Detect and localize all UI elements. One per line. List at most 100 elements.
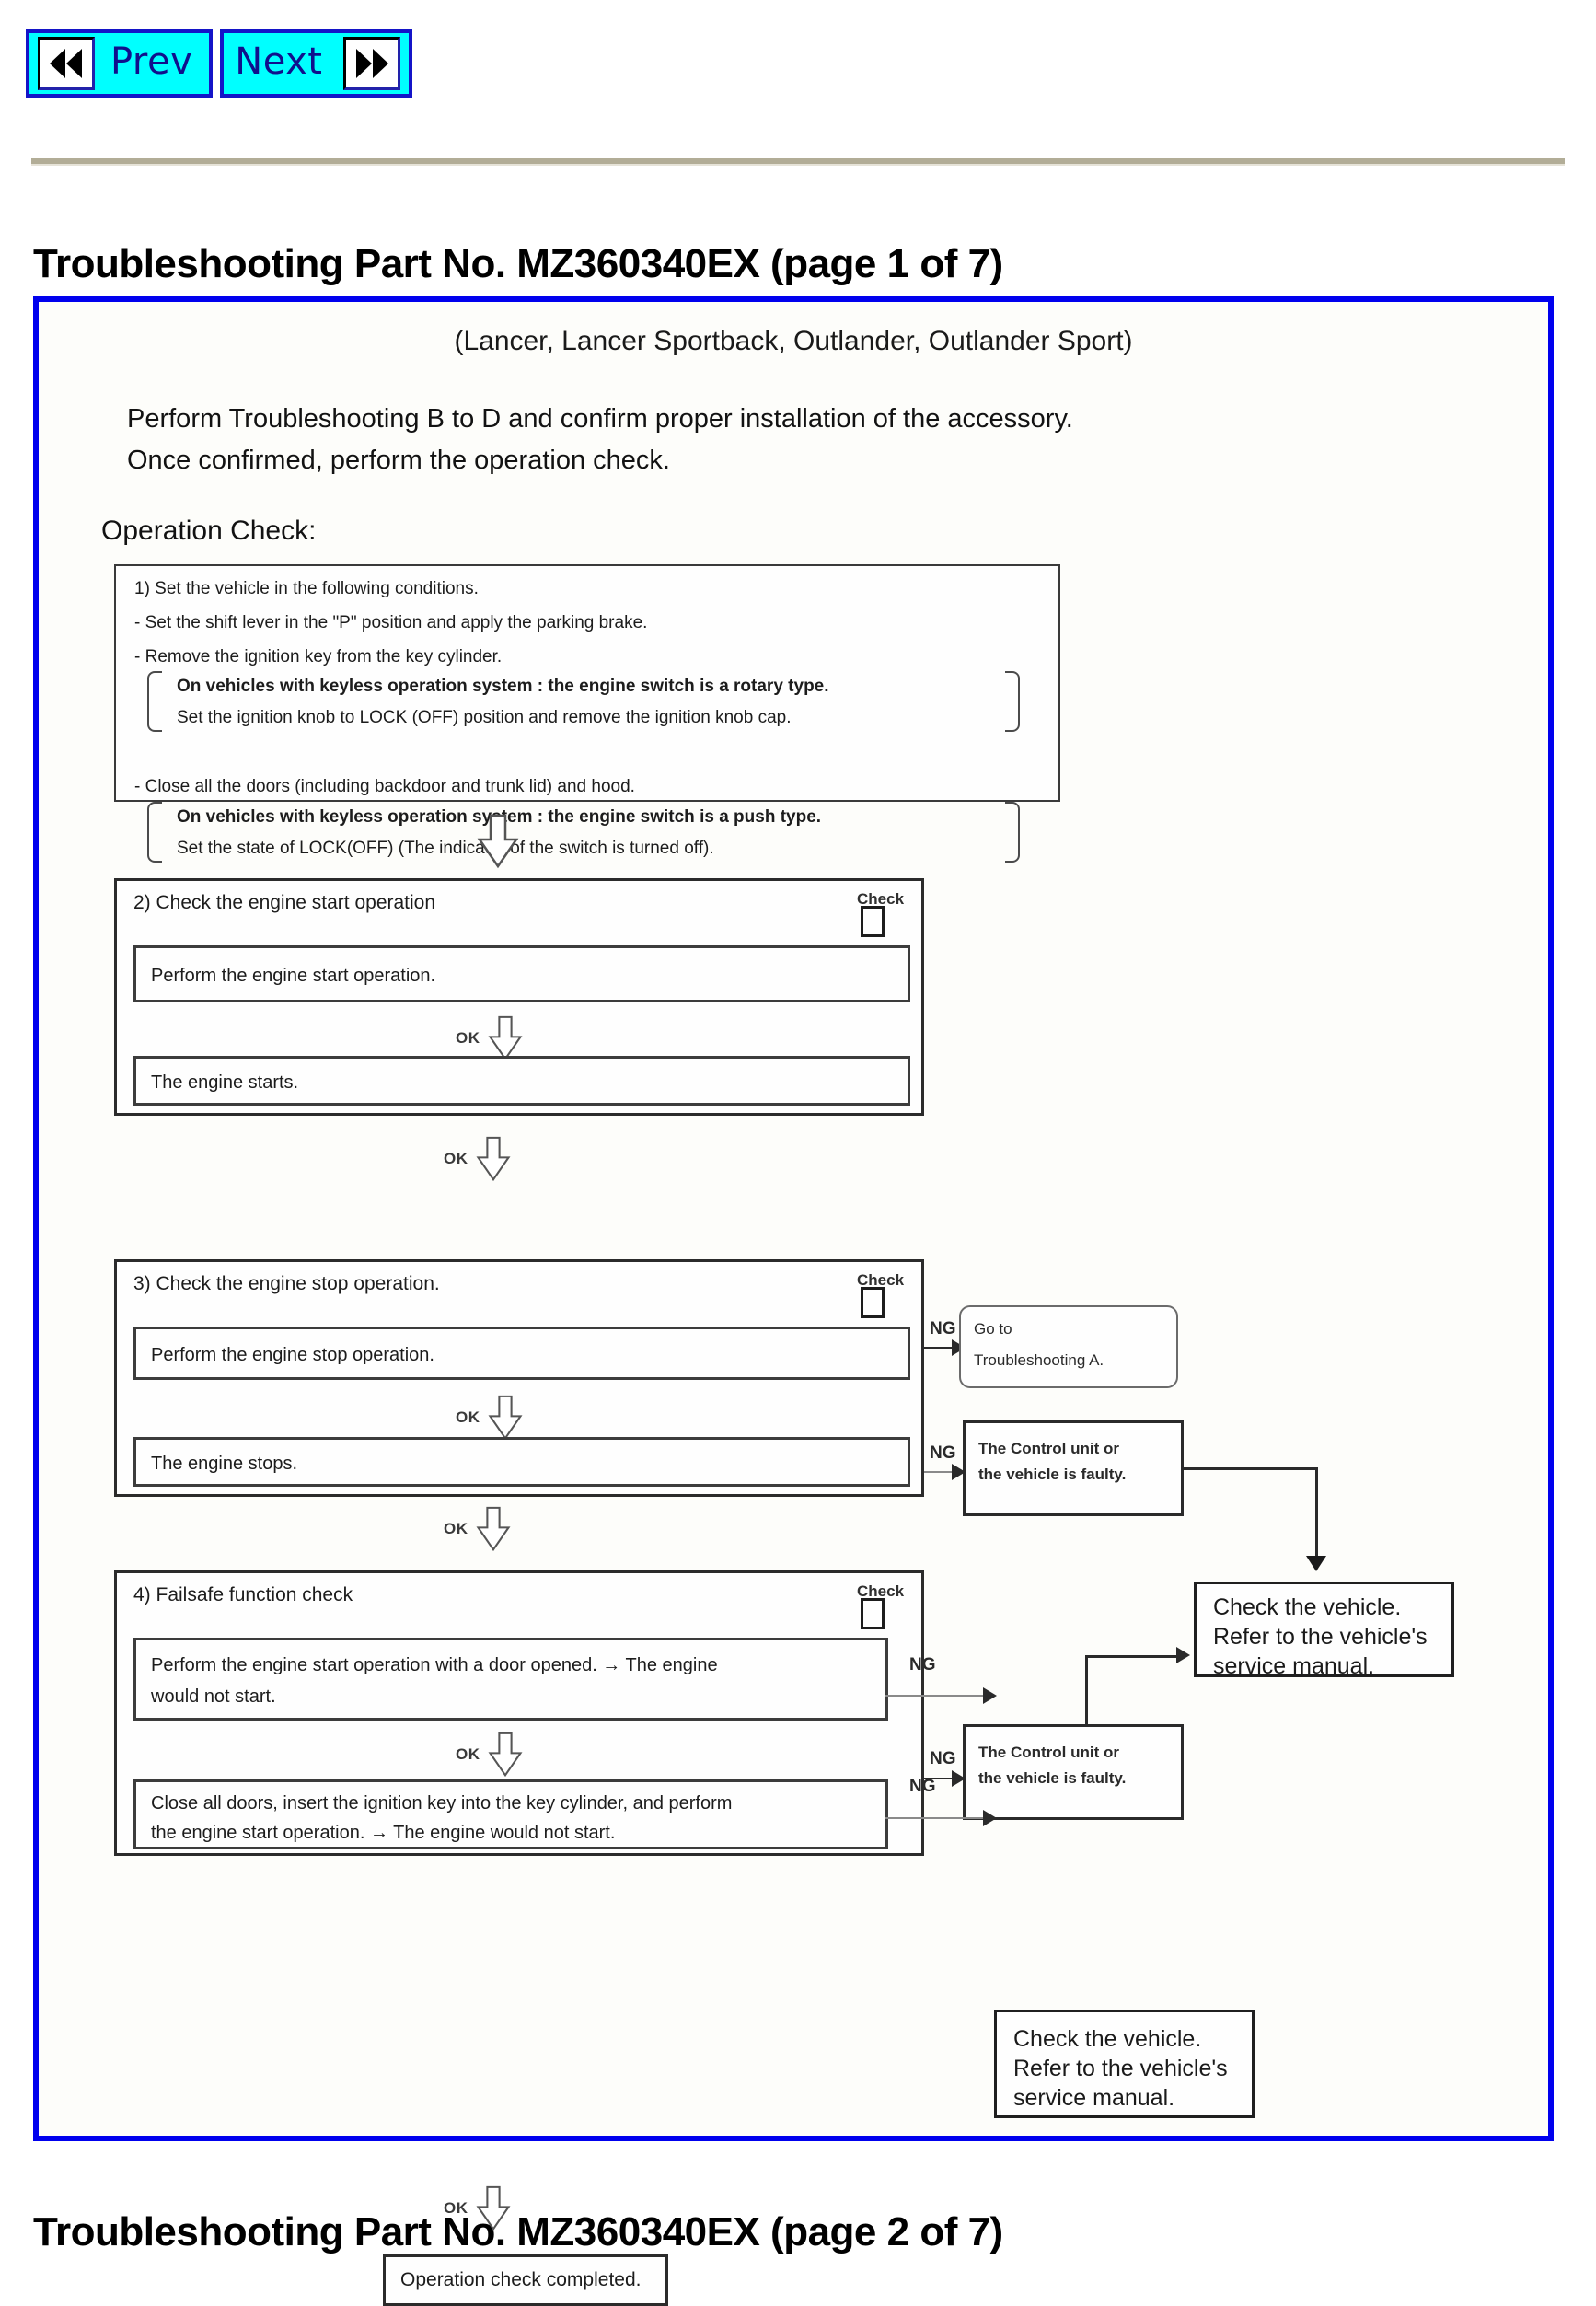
brace-1-line-2: Set the ignition knob to LOCK (OFF) posi… [177,708,792,727]
goto-line-1: Go to [974,1320,1012,1338]
step-1-brace-group-rotary: On vehicles with keyless operation syste… [147,671,1020,732]
ng-connector-line [924,1347,957,1349]
step-2-ok-arrow: OK [456,1015,523,1061]
step-4-result-line-1: Close all doors, insert the ignition key… [151,1793,733,1814]
step-4-action-box: Perform the engine start operation with … [133,1638,888,1721]
down-arrow-icon [488,1015,522,1061]
arrow-head-icon [952,1770,966,1787]
next-button-label: Next [235,41,323,83]
control-unit-line-2: the vehicle is faulty. [978,1466,1127,1483]
flow-arrow-step4-done: OK [444,2185,511,2231]
down-arrow-icon [476,1136,510,1182]
step-3-engine-stop-box: 3) Check the engine stop operation. Chec… [114,1259,924,1497]
ng-connector-line [924,1471,961,1473]
vehicle-line-1: Check the vehicle. [1213,1594,1402,1620]
prev-button[interactable]: Prev [26,29,214,98]
completed-text: Operation check completed. [400,2269,642,2290]
flow-arrow-step2-step3: OK [444,1136,511,1182]
step-4-failsafe-box: 4) Failsafe function check Check Perform… [114,1570,924,1856]
step-4-action-line-1: Perform the engine start operation with … [151,1655,718,1675]
left-brace-icon [147,802,162,863]
step-2-action-text: Perform the engine start operation. [151,966,436,986]
right-brace-icon [1005,802,1020,863]
control-unit-faulty-box-1: The Control unit or the vehicle is fault… [963,1420,1184,1516]
vehicle-models-subtitle: (Lancer, Lancer Sportback, Outlander, Ou… [454,326,1133,356]
step-3-ng-label: NG [930,1749,956,1768]
ng-connector-line [924,1778,961,1779]
arrow-head-icon [983,1810,997,1826]
check-label: Check [857,890,905,908]
ctrl-to-vehicle-connector-v [1315,1467,1318,1559]
intro-line-2: Once confirmed, perform the operation ch… [127,446,670,475]
vehicle-line-2: Refer to the vehicle's [1013,2056,1228,2081]
page-title-2: Troubleshooting Part No. MZ360340EX (pag… [33,2209,1003,2254]
check-label: Check [857,1271,905,1289]
step-4-action-line-2: would not start. [151,1686,276,1707]
step-4-heading: 4) Failsafe function check [133,1584,353,1605]
down-arrow-icon [477,814,519,869]
step-4-ok-arrow: OK [456,1732,523,1778]
step-2-result-text: The engine starts. [151,1072,299,1093]
step-1-bullet-2: - Remove the ignition key from the key c… [134,647,503,666]
step-1-heading: 1) Set the vehicle in the following cond… [134,579,479,598]
ok-label: OK [456,1029,480,1047]
control-unit-line-1: The Control unit or [978,1744,1119,1761]
check-vehicle-box-2: Check the vehicle. Refer to the vehicle'… [994,2010,1255,2118]
arrow-head-icon [952,1464,966,1480]
checkbox-icon[interactable] [861,1598,885,1629]
step-4-result-box: Close all doors, insert the ignition key… [133,1779,888,1849]
step-1-conditions-box: 1) Set the vehicle in the following cond… [114,564,1060,863]
step-2-ng-label-2: NG [930,1443,956,1463]
step-2-engine-start-box: 2) Check the engine start operation Chec… [114,878,924,1116]
step-1-bullet-3: - Close all the doors (including backdoo… [134,777,635,796]
checkbox-icon[interactable] [861,906,885,937]
control-unit-faulty-box-2: The Control unit or the vehicle is fault… [963,1724,1184,1820]
step-2-ng-label-1: NG [930,1319,956,1338]
step-2-heading: 2) Check the engine start operation [133,892,436,913]
ok-label: OK [456,1408,480,1426]
double-left-arrow-icon [38,37,95,90]
left-brace-icon [147,671,162,732]
operation-check-label: Operation Check: [101,516,317,546]
ctrl-to-vehicle-connector-h [1184,1467,1318,1470]
ok-label: OK [444,1520,468,1537]
down-arrow-icon [476,2185,510,2231]
ok-label: OK [456,1745,480,1763]
step-3-result-text: The engine stops. [151,1454,297,1474]
step-4-ng-label-2: NG [909,1777,936,1796]
vehicle-line-2: Refer to the vehicle's [1213,1624,1428,1650]
intro-text: Perform Troubleshooting B to D and confi… [127,399,1073,481]
flow-arrow-step1-step2 [477,814,519,869]
arrow-head-icon [1306,1556,1326,1571]
down-arrow-icon [488,1732,522,1778]
header-divider [31,158,1565,166]
prev-button-label: Prev [110,41,193,83]
ng-connector-line [885,1817,992,1819]
check-vehicle-box-1: Check the vehicle. Refer to the vehicle'… [1194,1582,1454,1679]
double-right-arrow-icon [343,37,401,90]
right-brace-icon [1005,671,1020,732]
checkbox-icon[interactable] [861,1287,885,1318]
ng-connector-line [885,1695,992,1697]
goto-troubleshooting-a-box: Go to Troubleshooting A. [959,1305,1178,1388]
step-2-result-box: The engine starts. [133,1056,910,1106]
vehicle-line-3: service manual. [1213,1653,1375,1679]
control-unit-line-1: The Control unit or [978,1440,1119,1457]
control-unit-line-2: the vehicle is faulty. [978,1769,1127,1787]
ctrl2-to-vehicle-connector-v [1085,1655,1088,1727]
step-1-bullet-1: - Set the shift lever in the "P" positio… [134,613,648,632]
step-3-ok-arrow: OK [456,1395,523,1441]
vehicle-line-3: service manual. [1013,2085,1175,2111]
step-3-action-text: Perform the engine stop operation. [151,1345,434,1365]
brace-2-line-2: Set the state of LOCK(OFF) (The indicato… [177,839,714,858]
down-arrow-icon [476,1506,510,1552]
step-4-ng-label-1: NG [909,1655,936,1674]
step-4-result-line-2: the engine start operation. → The engine… [151,1823,616,1843]
operation-check-completed-box: Operation check completed. [383,2254,668,2306]
ok-label: OK [444,1150,468,1167]
intro-line-1: Perform Troubleshooting B to D and confi… [127,404,1073,434]
step-1-brace-group-push: On vehicles with keyless operation syste… [147,802,1020,863]
down-arrow-icon [488,1395,522,1441]
document-panel: (Lancer, Lancer Sportback, Outlander, Ou… [33,296,1554,2306]
next-button[interactable]: Next [220,29,413,98]
